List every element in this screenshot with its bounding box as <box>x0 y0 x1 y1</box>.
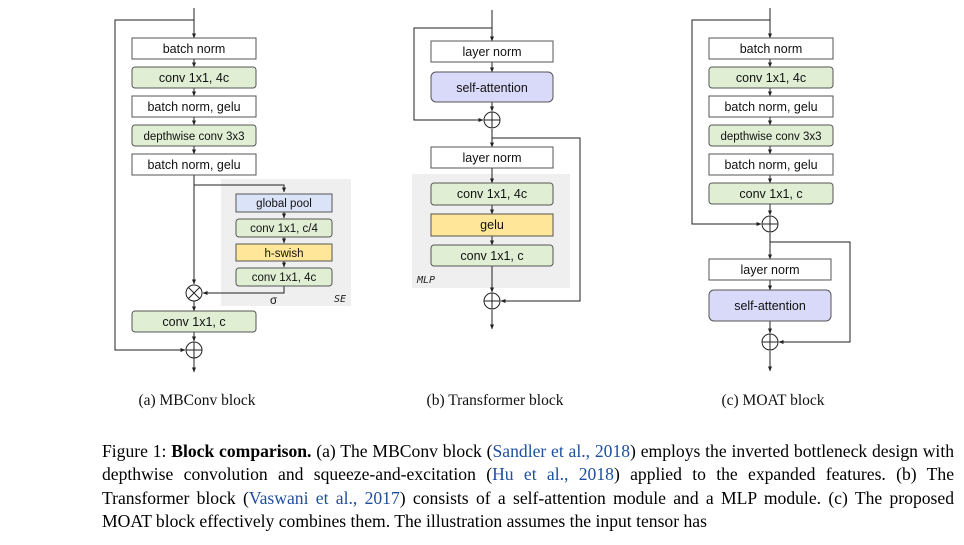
add-op-icon <box>761 333 779 351</box>
svg-text:global pool: global pool <box>256 198 312 210</box>
svg-text:gelu: gelu <box>480 218 504 232</box>
mlp-conv-1: conv 1x1, 4c <box>430 182 554 206</box>
citation-link-sandler[interactable]: Sandler et al., 2018 <box>492 441 631 461</box>
add-op-icon <box>761 215 779 233</box>
caption-text-4: ) consists of a self-attention module an… <box>102 487 954 532</box>
mlp-conv-2: conv 1x1, c <box>430 244 554 267</box>
svg-text:conv 1x1, c: conv 1x1, c <box>162 315 225 329</box>
svg-text:conv 1x1, 4c: conv 1x1, 4c <box>159 71 229 85</box>
svg-text:conv 1x1, c: conv 1x1, c <box>739 187 802 201</box>
svg-text:batch norm, gelu: batch norm, gelu <box>147 158 240 172</box>
transformer-subtitle: (b) Transformer block <box>427 392 564 409</box>
add-op-icon <box>483 292 501 310</box>
se-global-pool: global pool <box>235 193 333 213</box>
se-hswish: h-swish <box>235 243 333 262</box>
svg-text:conv 1x1, 4c: conv 1x1, 4c <box>736 71 806 85</box>
mbconv-batch-norm: batch norm <box>131 37 257 60</box>
caption-text-1: (a) The MBConv block ( <box>311 441 493 461</box>
mbconv-depthwise-conv: depthwise conv 3x3 <box>131 124 257 147</box>
moat-batch-norm: batch norm <box>708 37 834 60</box>
mlp-gelu: gelu <box>430 213 554 237</box>
svg-text:conv 1x1, c/4: conv 1x1, c/4 <box>250 223 318 235</box>
se-tag: SE <box>334 294 346 305</box>
svg-text:conv 1x1, 4c: conv 1x1, 4c <box>457 187 527 201</box>
moat-bn-gelu-1: batch norm, gelu <box>708 95 834 118</box>
svg-text:depthwise conv 3x3: depthwise conv 3x3 <box>143 131 244 143</box>
svg-text:conv 1x1, 4c: conv 1x1, 4c <box>252 272 317 284</box>
caption-text-2: ) employs the inverted bottleneck design… <box>102 441 954 485</box>
svg-text:h-swish: h-swish <box>265 248 304 260</box>
moat-bn-gelu-2: batch norm, gelu <box>708 153 834 176</box>
svg-text:depthwise conv 3x3: depthwise conv 3x3 <box>720 131 821 143</box>
svg-text:batch norm: batch norm <box>740 42 803 56</box>
moat-conv-project: conv 1x1, c <box>708 182 834 205</box>
svg-text:batch norm, gelu: batch norm, gelu <box>724 158 817 172</box>
multiply-op-icon <box>185 284 203 302</box>
caption-bold-title: Block comparison. <box>171 441 312 461</box>
citation-link-vaswani[interactable]: Vaswani et al., 2017 <box>248 487 400 508</box>
svg-text:self-attention: self-attention <box>734 299 806 313</box>
svg-text:batch norm, gelu: batch norm, gelu <box>724 100 817 114</box>
svg-text:layer norm: layer norm <box>462 45 521 59</box>
mbconv-bn-gelu-2: batch norm, gelu <box>131 153 257 176</box>
caption-text-3: ) applied to the expanded features. (b) … <box>102 464 955 508</box>
mlp-tag: MLP <box>416 275 435 286</box>
moat-depthwise-conv: depthwise conv 3x3 <box>708 124 834 147</box>
se-sigma-label: σ <box>270 295 277 307</box>
svg-text:self-attention: self-attention <box>456 81 528 95</box>
transformer-layer-norm-2: layer norm <box>430 146 554 169</box>
moat-layer-norm: layer norm <box>708 258 832 281</box>
svg-text:batch norm, gelu: batch norm, gelu <box>147 100 240 114</box>
se-conv-expand: conv 1x1, 4c <box>235 267 333 287</box>
transformer-diagram: layer norm self-attention layer norm con… <box>412 10 581 409</box>
add-op-icon <box>483 111 501 129</box>
moat-diagram: batch norm conv 1x1, 4c batch norm, gelu… <box>691 8 851 409</box>
add-op-icon <box>185 341 203 359</box>
moat-subtitle: (c) MOAT block <box>721 392 824 409</box>
mbconv-diagram: batch norm conv 1x1, 4c batch norm, gelu… <box>114 8 351 409</box>
mbconv-subtitle: (a) MBConv block <box>138 392 255 409</box>
transformer-layer-norm-1: layer norm <box>430 40 554 63</box>
svg-text:layer norm: layer norm <box>740 263 799 277</box>
svg-text:batch norm: batch norm <box>163 42 226 56</box>
block-comparison-diagram: batch norm conv 1x1, 4c batch norm, gelu… <box>114 8 851 409</box>
svg-text:conv 1x1, c: conv 1x1, c <box>460 249 523 263</box>
citation-link-hu[interactable]: Hu et al., 2018 <box>492 464 614 485</box>
moat-self-attention: self-attention <box>708 289 832 322</box>
mbconv-bn-gelu-1: batch norm, gelu <box>131 95 257 118</box>
mbconv-conv-expand: conv 1x1, 4c <box>131 66 257 89</box>
transformer-self-attention: self-attention <box>430 71 554 103</box>
mbconv-conv-project: conv 1x1, c <box>131 310 257 333</box>
se-conv-reduce: conv 1x1, c/4 <box>235 218 333 238</box>
caption-label: Figure 1: <box>102 441 172 461</box>
figure-caption: Figure 1: Block comparison. (a) The MBCo… <box>102 440 954 534</box>
svg-text:layer norm: layer norm <box>462 151 521 165</box>
moat-conv-expand: conv 1x1, 4c <box>708 66 834 89</box>
